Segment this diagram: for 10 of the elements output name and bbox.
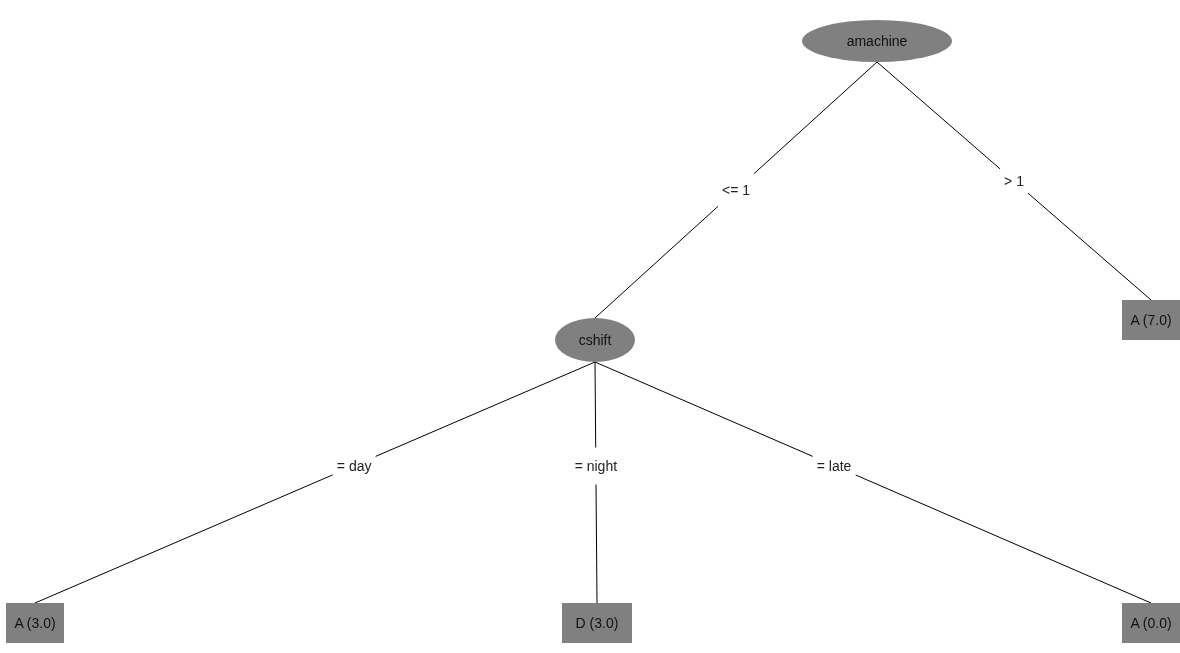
leaf-box: D (3.0): [562, 603, 632, 643]
attribute-node: amachine: [802, 20, 952, 62]
leaf-box: A (7.0): [1122, 300, 1180, 340]
edge-label: <= 1: [718, 171, 754, 209]
attribute-node: cshift: [555, 318, 635, 362]
branch-line: [876, 61, 1152, 301]
branch-line: [34, 361, 596, 604]
leaf-box: A (0.0): [1122, 603, 1180, 643]
branch-line: [594, 361, 1152, 604]
leaf-box: A (3.0): [6, 603, 64, 643]
